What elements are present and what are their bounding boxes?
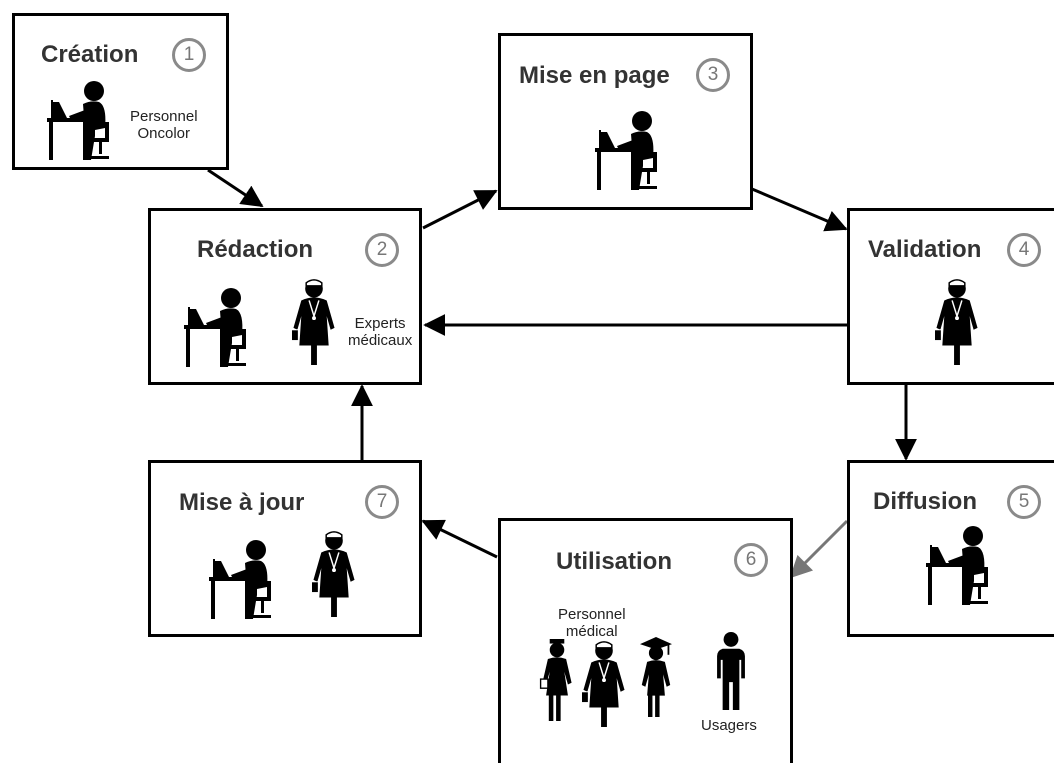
step-number-badge: 2 <box>365 233 399 267</box>
person-at-computer-icon <box>176 287 256 367</box>
step-title: Mise en page <box>519 62 670 89</box>
person-icon <box>714 632 748 710</box>
step-label: Personnel Oncolor <box>130 108 198 142</box>
person-at-computer-icon <box>587 110 667 190</box>
doctor-icon <box>309 529 359 617</box>
step-number-badge: 1 <box>172 38 206 72</box>
doctor-icon <box>579 639 629 727</box>
step-title: Création <box>41 41 139 68</box>
graduate-icon <box>637 637 675 717</box>
step-title: Utilisation <box>556 548 673 575</box>
step-title: Mise à jour <box>179 489 305 516</box>
step-title: Rédaction <box>197 236 314 263</box>
arrow-creation-to-redaction <box>207 168 264 208</box>
users-label: Usagers <box>701 717 757 734</box>
doctor-icon <box>932 277 982 365</box>
step-box-diffusion: Diffusion 5 <box>847 460 1054 637</box>
step-title: Validation <box>868 236 982 263</box>
arrow-redaction-to-mise-en-page <box>422 189 498 230</box>
label-line: médical <box>565 623 618 640</box>
step-title: Diffusion <box>873 488 977 515</box>
person-at-computer-icon <box>918 525 998 605</box>
step-number-badge: 4 <box>1007 233 1041 267</box>
label-line: Oncolor <box>137 125 191 142</box>
step-number-badge: 3 <box>696 58 730 92</box>
step-number-badge: 7 <box>365 485 399 519</box>
step-label: Experts médicaux <box>348 315 412 349</box>
doctor-icon <box>289 277 339 365</box>
step-number-badge: 6 <box>734 543 768 577</box>
label-line: Personnel <box>558 606 626 623</box>
step-box-mise-en-page: Mise en page 3 <box>498 33 753 210</box>
arrow-diffusion-to-utilisation <box>789 519 849 579</box>
nurse-icon <box>538 639 576 721</box>
person-at-computer-icon <box>39 80 119 160</box>
step-box-mise-a-jour: Mise à jour 7 <box>148 460 422 637</box>
arrow-mise-en-page-to-validation <box>751 187 848 232</box>
arrow-utilisation-to-mise-a-jour <box>421 519 498 559</box>
person-at-computer-icon <box>201 539 281 619</box>
step-number-badge: 5 <box>1007 485 1041 519</box>
label-line: Personnel <box>130 108 198 125</box>
step-box-utilisation: Utilisation 6 Personnel médical Usagers <box>498 518 793 763</box>
step-box-validation: Validation 4 <box>847 208 1054 385</box>
step-label: Personnel médical <box>558 606 626 640</box>
step-box-creation: Création 1 Personnel Oncolor <box>12 13 229 170</box>
label-line: médicaux <box>348 332 413 349</box>
label-line: Experts <box>354 315 406 332</box>
step-box-redaction: Rédaction 2 Experts médicaux <box>148 208 422 385</box>
